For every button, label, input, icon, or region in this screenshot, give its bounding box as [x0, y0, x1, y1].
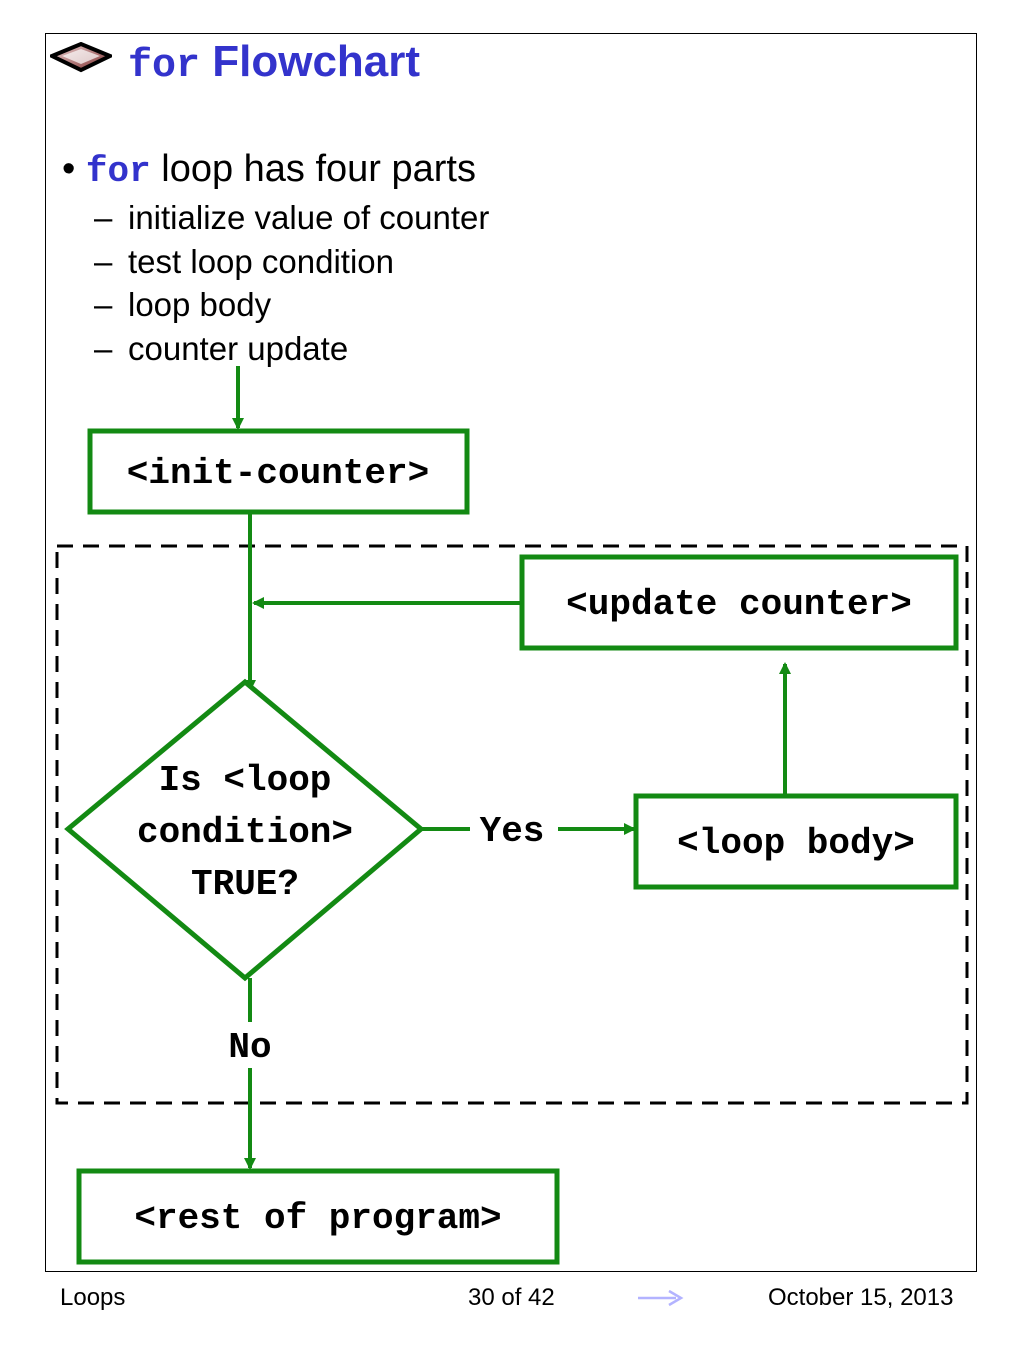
rest-of-program-box	[76, 1168, 560, 1265]
condition-line-1: Is <loop	[159, 760, 332, 801]
loop-body-label: <loop body>	[677, 823, 915, 864]
rest-of-program-label: <rest of program>	[134, 1198, 501, 1239]
sub-list: –initialize value of counter –test loop …	[94, 196, 489, 370]
condition-diamond	[64, 678, 425, 982]
page-title: for Flowchart	[128, 36, 420, 93]
update-counter-label: <update counter>	[566, 584, 912, 625]
no-label: No	[228, 1027, 271, 1068]
footer-date: October 15, 2013	[768, 1284, 954, 1311]
bullet-text: loop has four parts	[161, 148, 476, 190]
title-keyword: for	[128, 44, 201, 89]
bullet-dot: •	[62, 148, 76, 190]
sub-item: –test loop condition	[94, 242, 395, 280]
sub-item: –counter update	[94, 329, 349, 367]
update-counter-box	[519, 554, 959, 651]
sub-item: –initialize value of counter	[94, 199, 490, 236]
condition-line-2: condition>	[137, 812, 353, 853]
yes-label: Yes	[480, 811, 545, 852]
diamond-bullet-icon	[50, 42, 112, 73]
title-text: Flowchart	[212, 37, 421, 86]
bullet-keyword: for	[85, 151, 151, 192]
sub-item: –loop body	[94, 286, 272, 323]
footer-section: Loops	[60, 1284, 126, 1311]
loop-region	[55, 544, 969, 1105]
slide-frame	[45, 33, 977, 1272]
next-arrow-icon[interactable]	[636, 1287, 684, 1309]
footer-page-number: 30 of 42	[468, 1284, 555, 1311]
main-bullet: • for loop has four parts	[62, 146, 476, 195]
loop-body-box	[633, 793, 959, 890]
init-counter-box	[87, 428, 470, 515]
condition-line-3: TRUE?	[191, 864, 299, 905]
init-counter-label: <init-counter>	[127, 453, 429, 494]
